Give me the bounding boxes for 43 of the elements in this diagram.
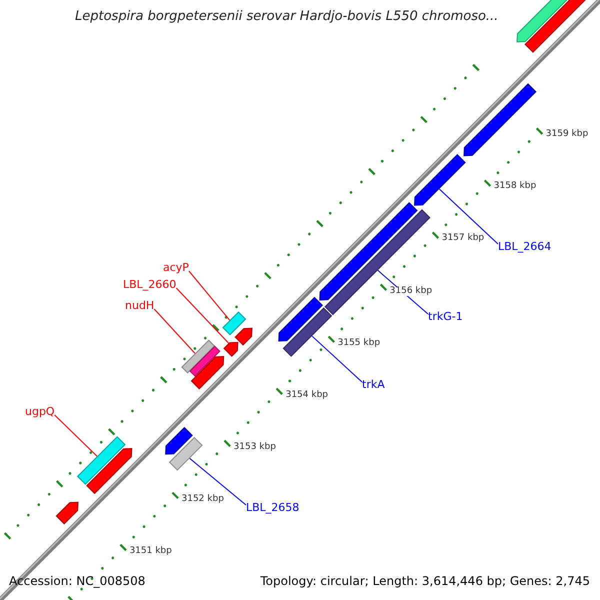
scale-label: 3155 kbp (338, 338, 380, 348)
gene-label: LBL_2660 (123, 279, 176, 290)
gene-bar (181, 340, 216, 374)
gene-feature (165, 426, 193, 455)
gene-feature (234, 328, 252, 346)
scale-label: 3156 kbp (390, 286, 432, 296)
gene-label: trkA (362, 379, 385, 390)
gene-feature (319, 202, 418, 301)
scale-label: 3154 kbp (286, 390, 328, 400)
leader-line (312, 336, 362, 382)
gene-label: LBL_2664 (498, 241, 552, 252)
gene-label: LBL_2658 (246, 502, 300, 513)
gene-label: ugpQ (25, 406, 55, 417)
gene-bar (282, 307, 332, 357)
leader-line (54, 414, 98, 457)
gene-feature (414, 154, 466, 206)
scale-label: 3151 kbp (129, 546, 172, 556)
gene-bar (168, 436, 203, 471)
leader-line (154, 308, 196, 354)
gene-feature (223, 342, 238, 357)
gene-feature (278, 296, 323, 342)
summary-text: Topology: circular; Length: 3,614,446 bp; Genes: 2,745 (260, 575, 590, 587)
gene-feature (190, 356, 224, 390)
scale-label: 3153 kbp (234, 442, 276, 452)
gene-feature (56, 502, 78, 524)
accession-text: Accession: NC_008508 (9, 575, 146, 587)
gene-label: nudH (125, 300, 154, 311)
leader-line (176, 288, 230, 344)
leader-line (189, 458, 246, 506)
gene-bar (189, 346, 220, 377)
gene-label: trkG-1 (428, 311, 463, 322)
leader-line (188, 270, 230, 321)
scale-label: 3159 kbp (546, 130, 588, 140)
gene-bar (76, 436, 126, 485)
scale-label: 3157 kbp (442, 234, 484, 244)
gene-feature (86, 448, 132, 494)
gene-label: acyP (163, 262, 189, 273)
title: Leptospira borgpetersenii serovar Hardjo-bovis L550 chromoso... (75, 10, 498, 23)
gene-feature (464, 83, 537, 156)
leader-line (438, 188, 498, 244)
scale-label: 3158 kbp (494, 182, 536, 192)
scale-label: 3152 kbp (182, 494, 224, 504)
gene-bar (222, 311, 246, 336)
